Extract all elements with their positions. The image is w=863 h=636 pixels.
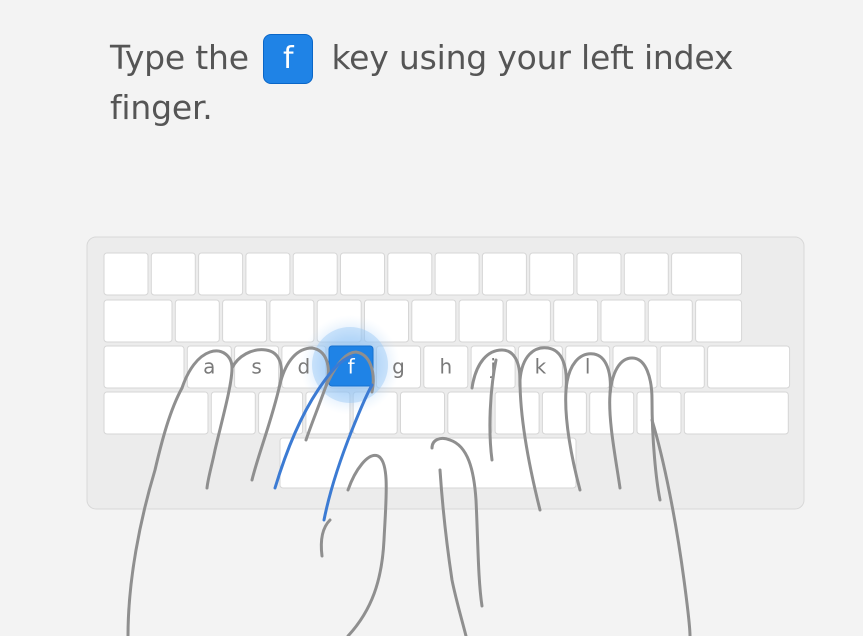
keyboard-key-r2-2 xyxy=(234,345,280,389)
right-hand xyxy=(430,346,692,636)
left-palm-edge xyxy=(319,518,332,558)
keyboard-key-r0-3 xyxy=(245,252,291,296)
key-label-h: h xyxy=(439,355,452,379)
keyboard-key-r1-10 xyxy=(600,299,646,343)
keyboard-key-r1-7 xyxy=(458,299,504,343)
keyboard-key-r0-11 xyxy=(623,252,669,296)
keyboard-key-r0-6 xyxy=(387,252,433,296)
keyboard-key-r0-7 xyxy=(434,252,480,296)
keyboard-key-r1-6 xyxy=(411,299,457,343)
left-middle-finger xyxy=(278,346,330,442)
keyboard-key-r3-0 xyxy=(103,391,209,435)
keyboard-key-r0-8 xyxy=(481,252,527,296)
keyboard-key-r1-11 xyxy=(647,299,693,343)
keyboard-key-r3-1 xyxy=(210,391,256,435)
keyboard-key-r2-12 xyxy=(707,345,791,389)
keyboard-key-r3-7 xyxy=(494,391,540,435)
right-middle-finger xyxy=(518,346,582,492)
key-label-a: a xyxy=(203,355,215,379)
instruction-suffix: key using your left index xyxy=(331,38,734,77)
keyboard-key-r0-5 xyxy=(340,252,385,296)
keyboard-key-r1-3 xyxy=(269,299,315,343)
left-index-finger-line-a xyxy=(273,354,354,490)
key-label-l: l xyxy=(585,355,591,379)
instruction-prefix: Type the xyxy=(110,38,249,77)
keyboard-key-r0-2 xyxy=(198,252,244,296)
left-thumb xyxy=(346,454,388,636)
keyboard-key-r3-5 xyxy=(400,391,445,435)
keyboard-key-r1-0 xyxy=(103,299,173,343)
left-hand xyxy=(126,346,388,636)
right-pinky xyxy=(608,356,662,502)
right-hand-outline xyxy=(650,418,692,636)
left-ring-finger xyxy=(230,348,283,482)
key-label-f: f xyxy=(348,355,356,379)
right-thumb xyxy=(430,436,484,608)
left-index-finger-line-b xyxy=(322,383,374,522)
keyboard-key-r1-2 xyxy=(222,299,268,343)
keyboard-key-r2-11 xyxy=(659,345,705,389)
right-index-inner xyxy=(488,358,498,462)
keyboard-key-r0-0 xyxy=(103,252,149,296)
left-index-finger-highlight xyxy=(273,354,374,522)
keyboard-key-r1-12 xyxy=(695,299,743,343)
keyboard-key-r3-6 xyxy=(447,391,493,435)
keyboard-key-r0-9 xyxy=(529,252,575,296)
right-index-finger xyxy=(470,348,542,512)
key-label-s: s xyxy=(251,355,261,379)
instruction-line2: finger. xyxy=(110,88,213,127)
keyboard-key-r2-10 xyxy=(612,345,658,389)
instruction-text: Type the f key using your left index fin… xyxy=(110,33,790,133)
keyboard-key-r3-11 xyxy=(683,391,789,435)
keyboard-key-r0-1 xyxy=(150,252,196,296)
keyboard-key-r0-10 xyxy=(576,252,622,296)
keyboard-key-r2-0 xyxy=(103,345,185,389)
keyboard-key-r2-6 xyxy=(423,345,469,389)
right-palm-inner xyxy=(438,468,468,636)
key-label-k: k xyxy=(535,355,547,379)
keyboard-key-r1-9 xyxy=(553,299,599,343)
target-key-badge: f xyxy=(263,34,314,84)
keyboard-key-r1-8 xyxy=(505,299,551,343)
key-label-j: j xyxy=(489,355,496,379)
right-ring-finger xyxy=(564,352,622,490)
keyboard-key-r1-1 xyxy=(174,299,220,343)
keyboard-key-r3-10 xyxy=(636,391,682,435)
keyboard-key-r0-4 xyxy=(292,252,338,296)
keyboard-key-r0-12 xyxy=(671,252,743,296)
left-hand-outline xyxy=(126,386,184,636)
key-label-d: d xyxy=(298,355,311,379)
key-label-g: g xyxy=(392,355,405,379)
